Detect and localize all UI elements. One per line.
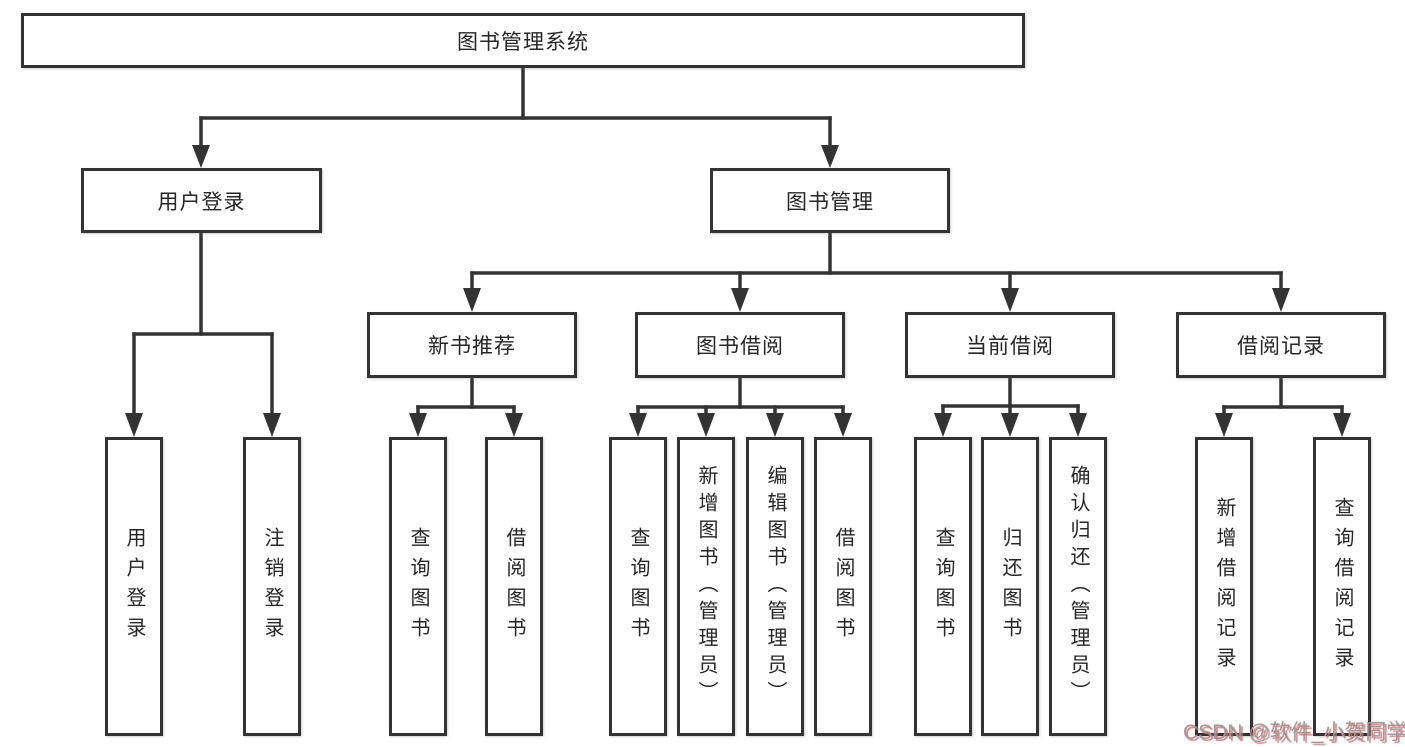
leaf-borrow-edit-books-label: 编辑图书（管理员） [764,465,786,708]
leaf-logout-label: 注销登录 [261,526,283,647]
node-new-book-recommend: 新书推荐 [367,312,577,378]
leaf-user-login: 用户登录 [105,437,163,736]
leaf-records-add-record-label: 新增借阅记录 [1213,496,1235,677]
leaf-current-confirm-return-label: 确认归还（管理员） [1067,465,1089,708]
leaf-borrow-edit-books: 编辑图书（管理员） [746,437,804,736]
csdn-watermark: CSDN @软件_小贺同学 [1183,721,1405,744]
node-book-management: 图书管理 [710,168,950,233]
leaf-current-query-books: 查询图书 [914,437,972,736]
node-book-management-label: 图书管理 [786,190,874,214]
node-root: 图书管理系统 [21,13,1025,68]
node-user-login: 用户登录 [81,168,322,233]
leaf-borrow-query-books-label: 查询图书 [627,526,649,647]
node-current-borrow: 当前借阅 [905,312,1115,378]
node-book-borrow: 图书借阅 [635,312,845,378]
node-user-login-label: 用户登录 [157,190,246,214]
leaf-current-confirm-return: 确认归还（管理员） [1049,437,1107,736]
node-current-borrow-label: 当前借阅 [966,335,1054,358]
node-borrow-records-label: 借阅记录 [1237,335,1325,358]
leaf-user-login-label: 用户登录 [123,526,145,647]
leaf-logout: 注销登录 [243,437,301,736]
leaf-borrow-add-books-label: 新增图书（管理员） [695,465,717,708]
leaf-borrow-borrow-books-label: 借阅图书 [832,526,854,647]
leaf-borrow-add-books: 新增图书（管理员） [677,437,735,736]
leaf-records-query-record-label: 查询借阅记录 [1331,496,1353,677]
leaf-current-query-books-label: 查询图书 [932,526,954,647]
leaf-borrow-borrow-books: 借阅图书 [814,437,872,736]
node-borrow-records: 借阅记录 [1176,312,1386,378]
node-book-borrow-label: 图书借阅 [696,335,784,358]
leaf-current-return-books: 归还图书 [981,437,1039,736]
leaf-records-query-record: 查询借阅记录 [1313,437,1371,736]
leaf-newbook-borrow-books-label: 借阅图书 [503,526,525,647]
node-new-book-recommend-label: 新书推荐 [428,335,516,358]
leaf-records-add-record: 新增借阅记录 [1195,437,1253,736]
node-root-label: 图书管理系统 [457,30,589,54]
leaf-borrow-query-books: 查询图书 [609,437,667,736]
leaf-newbook-query-books: 查询图书 [389,437,447,736]
leaf-newbook-query-books-label: 查询图书 [407,526,429,647]
leaf-current-return-books-label: 归还图书 [999,526,1021,647]
leaf-newbook-borrow-books: 借阅图书 [485,437,543,736]
